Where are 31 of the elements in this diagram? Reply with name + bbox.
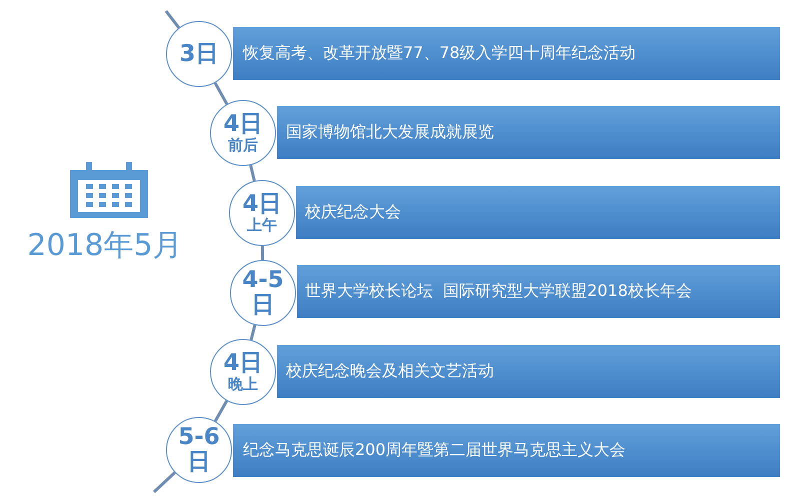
timeline-line xyxy=(249,164,256,182)
time-text: 前后 xyxy=(228,137,258,154)
timeline-line xyxy=(214,82,228,105)
event-text: 纪念马克思诞辰200周年暨第二届世界马克思主义大会 xyxy=(243,440,626,461)
event-bar xyxy=(233,27,780,80)
event-bar xyxy=(296,186,780,239)
time-text: 晚上 xyxy=(228,376,258,393)
date-text: 4日 xyxy=(223,112,262,137)
date-text: 4-5日 xyxy=(241,268,285,318)
date-text: 4日 xyxy=(242,192,282,217)
date-text: 4日 xyxy=(223,351,262,376)
timeline-line xyxy=(214,400,228,422)
event-bar xyxy=(297,265,780,318)
date-circle xyxy=(166,417,232,483)
event-text: 国家博物馆北大发展成就展览 xyxy=(286,122,494,143)
event-text: 校庆纪念大会 xyxy=(305,202,401,223)
event-bar xyxy=(233,424,780,477)
event-text: 校庆纪念晚会及相关文艺活动 xyxy=(286,361,494,382)
timeline-line xyxy=(152,471,176,494)
date-text: 5-6日 xyxy=(177,425,221,475)
timeline-line xyxy=(164,10,180,29)
timeline-line xyxy=(250,324,256,340)
event-text: 世界大学校长论坛 国际研究型大学联盟2018校长年会 xyxy=(305,281,692,302)
event-bar xyxy=(277,345,780,398)
event-text: 恢复高考、改革开放暨77、78级入学四十周年纪念活动 xyxy=(243,43,636,64)
date-text: 3日 xyxy=(179,42,218,66)
timeline-line xyxy=(260,246,264,260)
time-text: 上午 xyxy=(247,217,277,234)
event-bar xyxy=(277,106,780,159)
date-circle xyxy=(166,21,232,87)
month-label: 2018年5月 xyxy=(26,227,184,265)
